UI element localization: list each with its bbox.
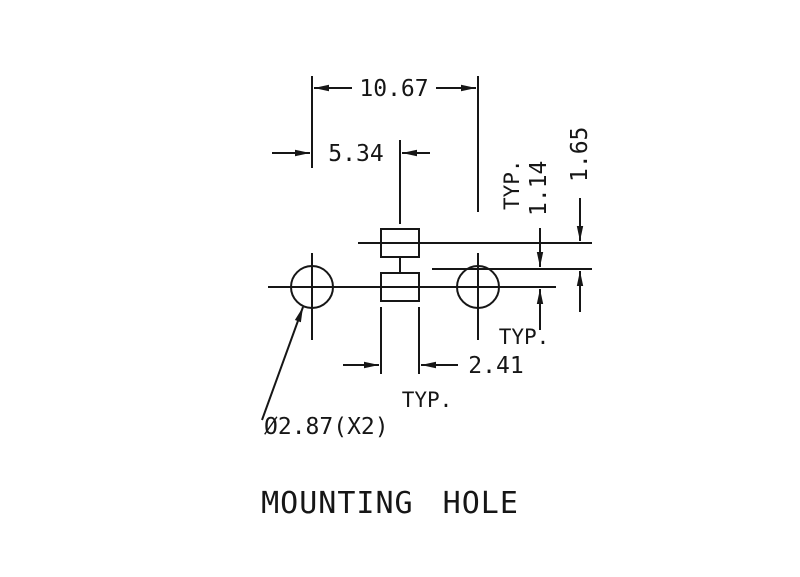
dim-overall-width-label: 10.67 [359, 76, 428, 102]
geometry [268, 228, 592, 340]
typ-label-pad-width: TYP. [402, 388, 453, 412]
dim-half-width: 5.34 [272, 140, 430, 224]
hole-callout-group: Ø2.87(X2) [261, 306, 389, 440]
dim-half-width-label: 5.34 [328, 141, 383, 167]
dim-overall-width: 10.67 [311, 76, 479, 212]
leader-arrow [261, 306, 304, 421]
typ-label-lower-right: TYP. [499, 325, 550, 349]
dim-pad-width-label: 2.41 [468, 353, 523, 379]
drawing-title: MOUNTING HOLE [261, 486, 519, 521]
typ-label-offset-small: TYP. [500, 159, 524, 210]
dim-offset-large: 1.65 [567, 127, 593, 312]
dim-pad-width: 2.41 TYP. [343, 307, 524, 412]
dim-offset-large-label: 1.65 [567, 127, 593, 182]
dim-offset-small: 1.14 TYP. TYP. [499, 159, 552, 349]
dim-offset-small-label: 1.14 [526, 161, 552, 216]
hole-callout-label: Ø2.87(X2) [264, 414, 389, 440]
